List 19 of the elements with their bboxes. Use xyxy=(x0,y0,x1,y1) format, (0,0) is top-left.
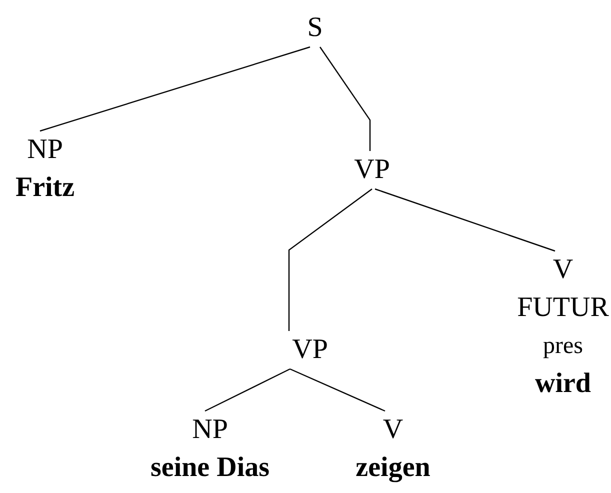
category-label: NP xyxy=(192,413,228,447)
tree-branch xyxy=(204,368,290,412)
word-label: zeigen xyxy=(356,451,430,485)
word-label: wird xyxy=(535,367,591,401)
tree-branch xyxy=(290,368,386,412)
tree-branch xyxy=(374,188,556,252)
category-label: V xyxy=(382,413,404,447)
category-label: VP xyxy=(292,333,328,367)
category-label: NP xyxy=(27,133,63,167)
category-label: VP xyxy=(354,153,390,187)
feature-label: FUTUR xyxy=(517,291,609,325)
category-label: S xyxy=(307,11,323,45)
tree-branch xyxy=(320,46,371,151)
category-label: V xyxy=(552,253,574,287)
tree-branch xyxy=(40,46,310,132)
tree-branch xyxy=(288,188,372,331)
word-label: seine Dias xyxy=(150,451,270,485)
word-label: Fritz xyxy=(15,171,75,205)
feature-label: pres xyxy=(543,332,583,361)
